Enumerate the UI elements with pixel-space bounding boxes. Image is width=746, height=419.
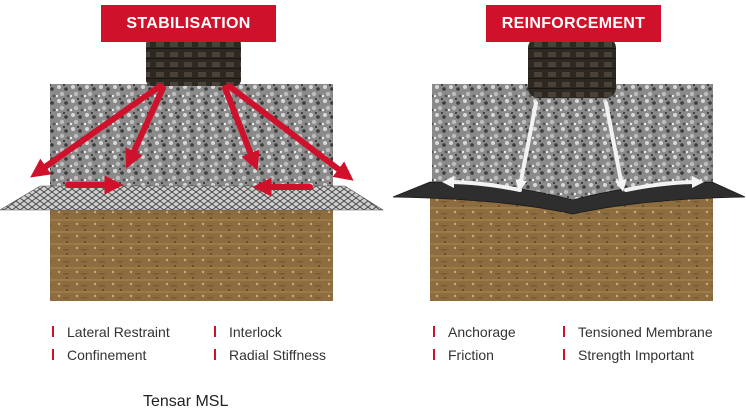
stabilisation-title: STABILISATION [101, 5, 276, 42]
stabilisation-diagram [0, 38, 385, 301]
force-arrows [30, 83, 354, 197]
soil-layer [50, 205, 333, 301]
soil-layer [430, 205, 713, 301]
stabilisation-bullets: Lateral Restraint Interlock Confinement … [52, 324, 364, 363]
force-arrows [442, 101, 704, 192]
bullet-strength-important: Strength Important [563, 347, 733, 363]
bullet-friction: Friction [433, 347, 551, 363]
tire-icon [146, 38, 241, 86]
gravel-layer [432, 84, 713, 200]
bullet-interlock: Interlock [214, 324, 364, 340]
tire-icon [528, 38, 616, 98]
reinforcement-bullets: Anchorage Tensioned Membrane Friction St… [433, 324, 733, 363]
bullet-radial-stiffness: Radial Stiffness [214, 347, 364, 363]
bullet-confinement: Confinement [52, 347, 202, 363]
bullet-lateral-restraint: Lateral Restraint [52, 324, 202, 340]
reinforcement-diagram [392, 38, 746, 301]
gravel-layer [50, 84, 333, 189]
bullet-tensioned-membrane: Tensioned Membrane [563, 324, 733, 340]
geogrid-mesh [0, 185, 385, 211]
caption: Tensar MSL [143, 393, 229, 410]
reinforcement-title: REINFORCEMENT [486, 5, 661, 42]
bullet-anchorage: Anchorage [433, 324, 551, 340]
